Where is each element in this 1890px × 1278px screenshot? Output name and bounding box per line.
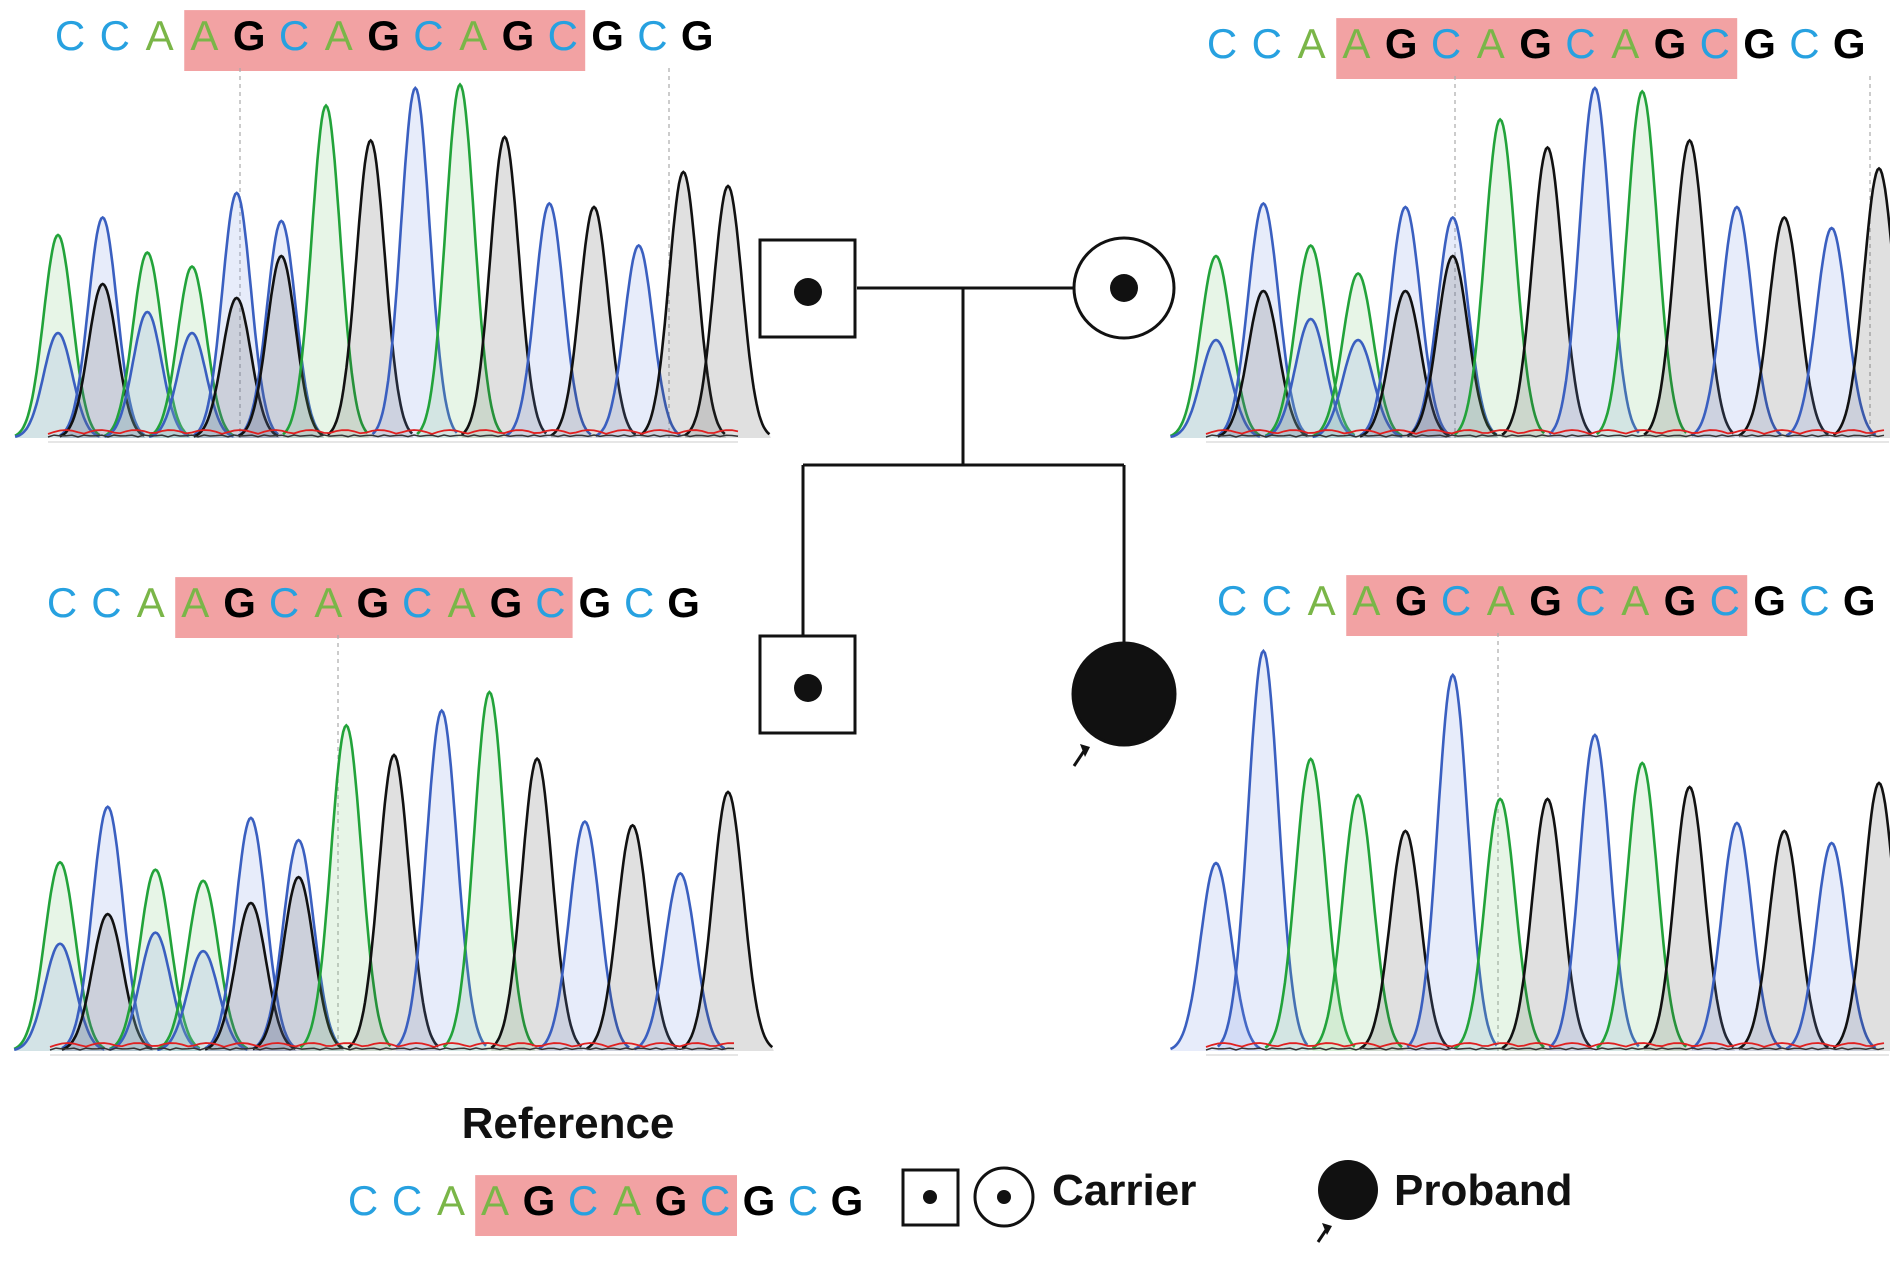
- father-carrier-dot: [794, 278, 822, 306]
- sequence-base: G: [681, 12, 714, 59]
- sequence-base: C: [1565, 20, 1595, 67]
- sequence-base: C: [1789, 20, 1819, 67]
- sequence-base: C: [91, 579, 121, 626]
- reference-sequence-base: C: [700, 1177, 730, 1224]
- sequence-base: A: [190, 12, 218, 59]
- son-carrier-dot: [794, 674, 822, 702]
- sequence-base: C: [279, 12, 309, 59]
- reference-sequence-base: A: [613, 1177, 641, 1224]
- sequence-base: C: [548, 12, 578, 59]
- sequence-base: G: [578, 579, 611, 626]
- sequence-base: G: [1395, 577, 1428, 624]
- reference-sequence-base: C: [392, 1177, 422, 1224]
- sequence-base: C: [535, 579, 565, 626]
- sequence-base: C: [1217, 577, 1247, 624]
- reference-sequence-base: A: [437, 1177, 465, 1224]
- reference-sequence-base: C: [348, 1177, 378, 1224]
- sequence-base: C: [1207, 20, 1237, 67]
- sequence-base: G: [367, 12, 400, 59]
- sequence-base: A: [137, 579, 165, 626]
- sequence-base: C: [1700, 20, 1730, 67]
- sequence-base: G: [502, 12, 535, 59]
- sequence-base: G: [1529, 577, 1562, 624]
- sequence-base: G: [1654, 20, 1687, 67]
- sequence-base: G: [1843, 577, 1876, 624]
- sequence-base: C: [269, 579, 299, 626]
- sequence-base: A: [181, 579, 209, 626]
- reference-sequence-base: A: [481, 1177, 509, 1224]
- sequence-base: A: [1611, 20, 1639, 67]
- sequence-base: C: [1575, 577, 1605, 624]
- sequence-base: A: [314, 579, 342, 626]
- sequence-base: C: [1431, 20, 1461, 67]
- sequence-base: G: [1664, 577, 1697, 624]
- sequence-base: G: [1753, 577, 1786, 624]
- sequence-base: C: [637, 12, 667, 59]
- sequence-base: G: [667, 579, 700, 626]
- sequence-base: G: [1385, 20, 1418, 67]
- sequence-base: C: [624, 579, 654, 626]
- reference-sequence-base: G: [655, 1177, 688, 1224]
- sequence-base: C: [1252, 20, 1282, 67]
- sequence-base: C: [47, 579, 77, 626]
- reference-sequence-highlight: [475, 1175, 737, 1236]
- sequence-base: A: [1487, 577, 1515, 624]
- legend-proband-icon: [1318, 1160, 1378, 1220]
- sequence-base: A: [325, 12, 353, 59]
- sequence-base: A: [1352, 577, 1380, 624]
- sequence-base: A: [1308, 577, 1336, 624]
- reference-title: Reference: [462, 1099, 675, 1148]
- sequence-base: A: [448, 579, 476, 626]
- sequence-base: G: [591, 12, 624, 59]
- proband-arrow-icon: [1074, 744, 1090, 766]
- sequence-base: C: [100, 12, 130, 59]
- sequence-base: G: [223, 579, 256, 626]
- reference-sequence-base: C: [568, 1177, 598, 1224]
- reference-sequence-base: G: [743, 1177, 776, 1224]
- legend-proband-label: Proband: [1394, 1166, 1572, 1215]
- legend-carrier-label: Carrier: [1052, 1166, 1196, 1215]
- sequence-base: C: [402, 579, 432, 626]
- sequence-base: G: [1519, 20, 1552, 67]
- pedigree: [760, 238, 1175, 766]
- sequence-base: C: [55, 12, 85, 59]
- reference-sequence-base: C: [788, 1177, 818, 1224]
- sequence-base: A: [1477, 20, 1505, 67]
- sequence-base: C: [413, 12, 443, 59]
- proband-symbol: [1073, 643, 1175, 745]
- sequence-base: A: [459, 12, 487, 59]
- sequence-base: A: [146, 12, 174, 59]
- sequence-base: C: [1710, 577, 1740, 624]
- sequence-base: A: [1621, 577, 1649, 624]
- legend: Carrier Proband: [903, 1160, 1572, 1242]
- sequence-base: A: [1298, 20, 1326, 67]
- sequence-base: C: [1441, 577, 1471, 624]
- mother-carrier-dot: [1110, 274, 1138, 302]
- legend-carrier-male-dot: [923, 1190, 937, 1204]
- reference-sequence-base: G: [831, 1177, 864, 1224]
- sequence-base: C: [1262, 577, 1292, 624]
- sequence-base: A: [1342, 20, 1370, 67]
- sequence-base: G: [1743, 20, 1776, 67]
- sequence-base: G: [356, 579, 389, 626]
- sequence-base: G: [233, 12, 266, 59]
- legend-carrier-female-dot: [997, 1190, 1011, 1204]
- legend-proband-arrow-icon: [1318, 1223, 1332, 1242]
- sequence-base: C: [1799, 577, 1829, 624]
- sequence-base: G: [490, 579, 523, 626]
- sequence-base: G: [1833, 20, 1866, 67]
- reference-sequence-base: G: [523, 1177, 556, 1224]
